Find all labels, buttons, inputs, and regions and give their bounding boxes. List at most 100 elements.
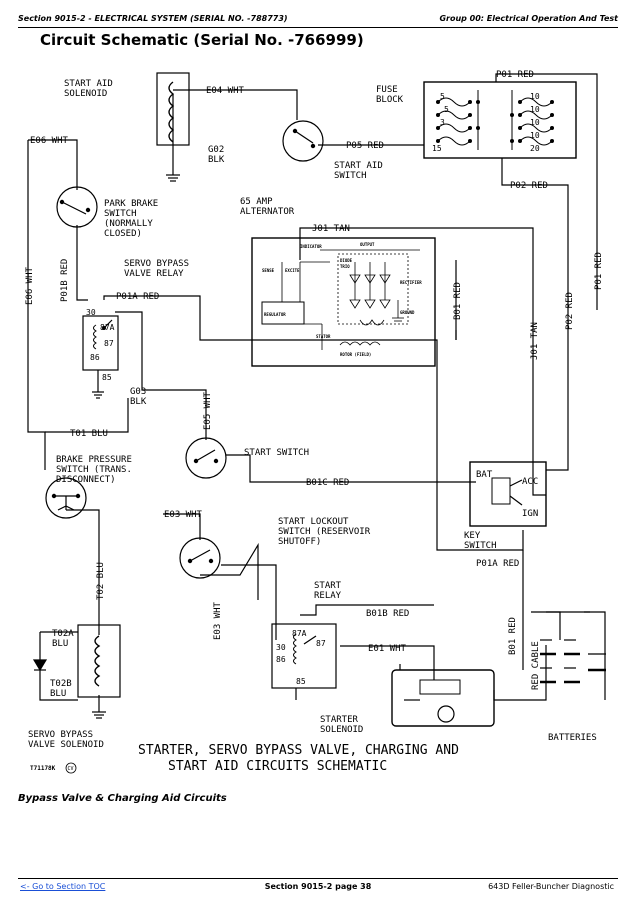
label-g03-2: BLK xyxy=(130,397,147,407)
alt-sense: SENSE xyxy=(262,268,275,273)
wires xyxy=(27,73,606,719)
fuse-num-3: 10 xyxy=(530,92,540,101)
label-e05-v: E05 WHT xyxy=(203,391,213,430)
figure-badge-text: CV xyxy=(68,766,74,772)
label-park-brake-3: (NORMALLY xyxy=(104,219,153,229)
label-p01-v: P01 RED xyxy=(594,252,604,290)
start-relay-pin-86: 86 xyxy=(276,655,286,664)
footer-rule xyxy=(18,878,618,879)
fuse-num-5: 3 xyxy=(440,118,445,127)
label-t02a-1: T02A xyxy=(52,629,74,639)
fuse-block xyxy=(423,81,577,159)
label-servo-relay-2: VALVE RELAY xyxy=(124,269,184,279)
label-t01: T01 BLU xyxy=(70,429,108,439)
label-start-aid-solenoid-2: SOLENOID xyxy=(64,89,107,99)
label-e03-v: E03 WHT xyxy=(213,601,223,640)
label-start-relay-1: START xyxy=(314,581,342,591)
label-brake-pressure-2: SWITCH (TRANS. xyxy=(56,465,132,475)
label-p05: P05 RED xyxy=(346,141,384,151)
label-b01-v2: B01 RED xyxy=(508,617,518,655)
page-header: Section 9015-2 - ELECTRICAL SYSTEM (SERI… xyxy=(18,12,618,30)
alt-trio: TRIO xyxy=(340,264,350,269)
label-fuse-block-1: FUSE xyxy=(376,85,398,95)
relay-pin-87: 87 xyxy=(104,339,114,348)
label-alternator-1: 65 AMP xyxy=(240,197,273,207)
label-park-brake-4: CLOSED) xyxy=(104,229,142,239)
label-start-lockout-1: START LOCKOUT xyxy=(278,517,349,527)
label-red-cable: RED CABLE xyxy=(531,641,541,690)
label-key-bat: BAT xyxy=(476,470,493,480)
start-relay xyxy=(271,623,337,689)
label-key-acc: ACC xyxy=(522,477,538,487)
document-title: 643D Feller-Buncher Diagnostic xyxy=(488,882,614,891)
start-switch xyxy=(185,437,227,479)
label-park-brake-2: SWITCH xyxy=(104,209,137,219)
alt-indicator: INDICATOR xyxy=(300,244,322,249)
label-key-switch-1: KEY xyxy=(464,531,481,541)
toc-link[interactable]: <- Go to Section TOC xyxy=(20,882,106,891)
alt-output: OUTPUT xyxy=(360,242,375,247)
start-relay-pin-87a: 87A xyxy=(292,629,307,638)
label-key-switch-2: SWITCH xyxy=(464,541,497,551)
alt-rectifier: RECTIFIER xyxy=(400,280,422,285)
label-j01-v: J01 TAN xyxy=(530,322,540,360)
figure-caption: Bypass Valve & Charging Aid Circuits xyxy=(18,793,227,804)
label-b01c: B01C RED xyxy=(306,478,349,488)
relay-pin-86: 86 xyxy=(90,353,100,362)
label-start-switch: START SWITCH xyxy=(244,448,309,458)
label-p01a-b: P01A RED xyxy=(476,559,519,569)
label-start-lockout-3: SHUTOFF) xyxy=(278,537,321,547)
start-lockout-switch xyxy=(179,537,221,579)
label-e04: E04 WHT xyxy=(206,86,245,96)
label-b01-v: B01 RED xyxy=(453,282,463,320)
brake-pressure-switch xyxy=(45,477,87,519)
circuit-schematic: START AID SOLENOID E04 WHT G02 BLK FUSE … xyxy=(25,70,606,774)
page-title: Circuit Schematic (Serial No. -766999) xyxy=(40,31,364,49)
fuse-num-8: 15 xyxy=(432,144,442,153)
label-start-aid-switch-1: START AID xyxy=(334,161,383,171)
alt-diode: DIODE xyxy=(340,258,353,263)
start-relay-pin-87: 87 xyxy=(316,639,326,648)
label-p02-v: P02 RED xyxy=(565,292,575,330)
figure-badge: CV xyxy=(65,762,77,774)
alternator xyxy=(251,237,436,367)
label-servo-valve-2: VALVE SOLENOID xyxy=(28,740,104,750)
relay-pin-30: 30 xyxy=(86,308,96,317)
label-g02-1: G02 xyxy=(208,145,224,155)
label-alternator-2: ALTERNATOR xyxy=(240,207,295,217)
label-starter-solenoid-2: SOLENOID xyxy=(320,725,363,735)
relay-pin-87a: 87A xyxy=(100,323,115,332)
servo-bypass-valve-solenoid xyxy=(32,624,121,698)
park-brake-switch xyxy=(56,186,98,228)
fuse-num-7: 10 xyxy=(530,131,540,140)
label-t02b-1: T02B xyxy=(50,679,72,689)
label-t02-v: T02 BLU xyxy=(96,562,106,600)
label-e01: E01 WHT xyxy=(368,644,407,654)
label-p01: P01 RED xyxy=(496,70,534,80)
header-rule xyxy=(18,27,618,28)
label-p01a: P01A RED xyxy=(116,292,159,302)
label-p01b-v: P01B RED xyxy=(60,259,70,302)
fuse-num-2: 5 xyxy=(444,105,449,114)
group-title: Group 00: Electrical Operation And Test xyxy=(439,14,618,23)
label-g03-1: G03 xyxy=(130,387,146,397)
label-j01: J01 TAN xyxy=(312,224,350,234)
label-g02-2: BLK xyxy=(208,155,225,165)
start-relay-pin-85: 85 xyxy=(296,677,306,686)
alt-regulator: REGULATOR xyxy=(264,312,286,317)
label-start-relay-2: RELAY xyxy=(314,591,342,601)
label-start-lockout-2: SWITCH (RESERVOIR xyxy=(278,527,371,537)
alt-excite: EXCITE xyxy=(285,268,300,273)
key-switch xyxy=(469,461,547,527)
start-aid-switch xyxy=(282,120,324,162)
alt-rotor: ROTOR (FIELD) xyxy=(340,352,371,357)
label-start-aid-solenoid-1: START AID xyxy=(64,79,113,89)
starter-solenoid xyxy=(391,669,495,727)
schematic-caption-2: START AID CIRCUITS SCHEMATIC xyxy=(168,759,387,774)
fuse-num-9: 20 xyxy=(530,144,540,153)
alt-stator: STATOR xyxy=(316,334,331,339)
label-start-aid-switch-2: SWITCH xyxy=(334,171,367,181)
label-brake-pressure-1: BRAKE PRESSURE xyxy=(56,455,132,465)
label-key-ign: IGN xyxy=(522,509,538,519)
label-fuse-block-2: BLOCK xyxy=(376,95,404,105)
